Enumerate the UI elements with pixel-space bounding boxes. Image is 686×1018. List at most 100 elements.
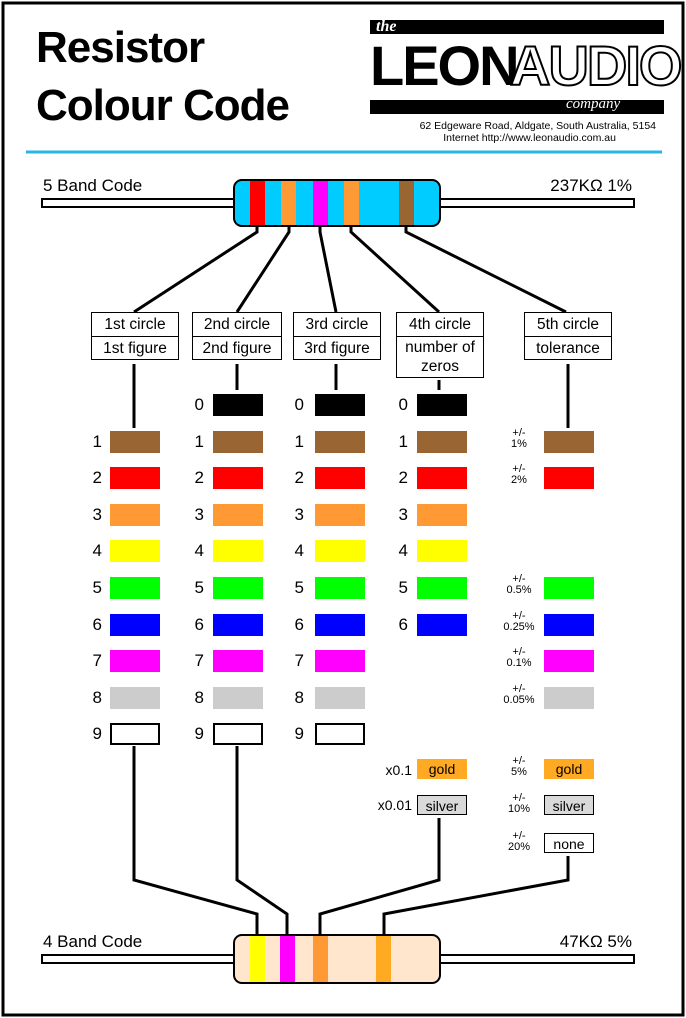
col3-digit-3: 3: [294, 504, 304, 524]
logo-audio: AUDIO: [509, 34, 683, 97]
bottom-lead-left: [41, 954, 239, 964]
col3-swatch-9: [315, 723, 365, 746]
title-line1: Resistor: [36, 23, 205, 72]
logo-leon: LEON: [370, 34, 520, 97]
col2-digit-4: 4: [194, 541, 204, 561]
col1-digit-3: 3: [92, 504, 102, 524]
col2-digit-3: 3: [194, 504, 204, 524]
col4-digit-3: 3: [398, 504, 408, 524]
tolerance-none-swatch: none: [544, 833, 594, 853]
col1-digit-9: 9: [92, 724, 102, 744]
col2-digit-5: 5: [194, 578, 204, 597]
col4-digit-5: 5: [398, 578, 408, 597]
tolerance-violet-swatch: [544, 650, 594, 673]
four-band-label: 4 Band Code: [43, 932, 143, 951]
col3-swatch-4: [315, 540, 365, 563]
title-line2: Colour Code: [36, 81, 290, 130]
col4-digit-0: 0: [398, 395, 408, 414]
col2-digit-2: 2: [194, 468, 204, 488]
col3-digit-5: 5: [294, 578, 304, 597]
four-band-value: 47KΩ 5%: [559, 932, 632, 951]
col4-swatch-2: [417, 467, 467, 490]
col3-swatch-0: [315, 394, 365, 416]
col4-digit-6: 6: [398, 614, 408, 634]
col3-swatch-2: [315, 467, 365, 490]
col2-swatch-8: [213, 686, 263, 709]
col2-swatch-6: [213, 613, 263, 636]
col4-swatch-6: [417, 613, 467, 636]
col3-digit-8: 8: [294, 687, 304, 707]
tolerance-blue-label: +/- 0.25%: [503, 609, 535, 633]
col2-swatch-0: [213, 394, 263, 416]
top-band-2: [281, 181, 296, 225]
bottom-band-1: [250, 936, 265, 982]
top-band-4: [344, 181, 359, 225]
col4-digit-2: 2: [398, 468, 408, 488]
tolerance-gold-swatch: gold: [544, 759, 594, 779]
col1-swatch-1: [110, 430, 160, 453]
col1-digit-8: 8: [92, 687, 102, 707]
address-line2: Internet http://www.leonaudio.com.au: [443, 132, 616, 144]
tolerance-brown-swatch: [544, 430, 594, 453]
multiplier-gold-label: x0.1: [385, 762, 412, 778]
tolerance-violet-label: +/- 0.1%: [506, 646, 532, 670]
tolerance-silver-label: +/- 10%: [507, 792, 531, 815]
col3-swatch-6: [315, 613, 365, 636]
tolerance-none-label: +/- 20%: [507, 830, 531, 853]
col1-digit-4: 4: [92, 541, 102, 561]
bottom-band-3: [313, 936, 328, 982]
logo-the: the: [376, 18, 397, 35]
top-lead-left: [41, 198, 239, 208]
tolerance-brown-label: +/- 1%: [511, 426, 527, 450]
five-band-value: 237KΩ 1%: [550, 176, 632, 195]
col1-swatch-7: [110, 650, 160, 673]
col3-digit-9: 9: [294, 724, 304, 744]
col1-swatch-8: [110, 686, 160, 709]
bottom-band-2: [280, 936, 295, 982]
col1-swatch-4: [110, 540, 160, 563]
col3-digit-2: 2: [294, 468, 304, 488]
col4-swatch-0: [417, 394, 467, 416]
col3-swatch-8: [315, 686, 365, 709]
col1-digit-6: 6: [92, 614, 102, 634]
address-line1: 62 Edgeware Road, Aldgate, South Austral…: [419, 120, 656, 132]
col4-digit-1: 1: [398, 431, 408, 451]
top-band-1: [250, 181, 265, 225]
tolerance-grey-swatch: [544, 686, 594, 709]
col3-swatch-5: [315, 577, 365, 599]
col3-digit-0: 0: [294, 395, 304, 414]
col2-swatch-1: [213, 430, 263, 453]
col1-digit-2: 2: [92, 468, 102, 488]
top-band-5: [399, 181, 414, 225]
col2-swatch-9: [213, 723, 263, 746]
col2-digit-8: 8: [194, 687, 204, 707]
col1-digit-7: 7: [92, 651, 102, 671]
top-band-3: [313, 181, 328, 225]
col4-digit-4: 4: [398, 541, 408, 561]
col4-swatch-1: [417, 430, 467, 453]
col1-swatch-5: [110, 577, 160, 599]
col3-digit-4: 4: [294, 541, 304, 561]
col1-digit-1: 1: [92, 431, 102, 451]
col1-digit-5: 5: [92, 578, 102, 597]
col2-swatch-5: [213, 577, 263, 599]
bottom-connectors: [132, 746, 570, 935]
multiplier-silver-swatch: silver: [417, 795, 467, 815]
col2-digit-1: 1: [194, 431, 204, 451]
bottom-lead-right: [437, 954, 635, 964]
header-connectors: [132, 364, 570, 428]
col2-digit-0: 0: [194, 395, 204, 414]
multiplier-gold-swatch: gold: [417, 759, 467, 779]
tolerance-red-swatch: [544, 467, 594, 490]
top-connectors: [133, 226, 567, 314]
tolerance-red-label: +/- 2%: [511, 463, 527, 487]
col2-swatch-2: [213, 467, 263, 490]
multiplier-silver-label: x0.01: [377, 797, 412, 813]
